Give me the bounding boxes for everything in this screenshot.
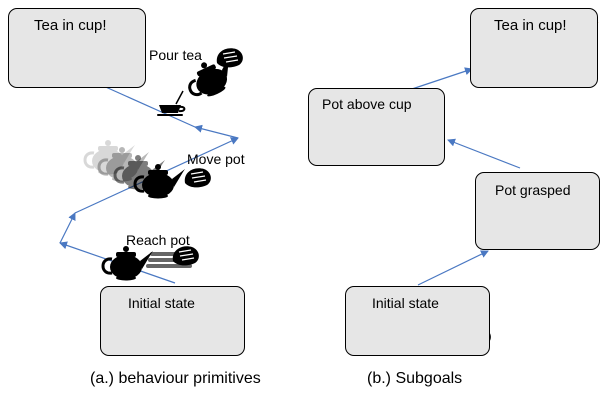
gripper-icon [172, 245, 200, 266]
gripper-icon [216, 47, 244, 68]
initial-state-box-b [345, 286, 490, 356]
goal-label-a: Tea in cup! [34, 17, 107, 34]
primitive-pour-tea: Pour tea [149, 47, 202, 63]
subgoal-pot-above-cup: Pot above cup [322, 96, 412, 112]
goal-box-a [8, 8, 146, 88]
primitive-reach-pot: Reach pot [126, 232, 190, 248]
goal-box-b [470, 8, 598, 88]
caption-a: (a.) behaviour primitives [90, 370, 261, 387]
subgoal-pot-grasped: Pot grasped [495, 182, 571, 198]
initial-state-label-b: Initial state [372, 295, 439, 311]
caption-b: (b.) Subgoals [367, 370, 463, 387]
teapot-icon [101, 244, 155, 282]
cup-icon [156, 104, 186, 117]
initial-state-box-a [100, 286, 245, 356]
initial-state-label-a: Initial state [128, 295, 195, 311]
subgoal-box-pot-grasped [475, 172, 600, 250]
primitive-move-pot: Move pot [187, 151, 245, 167]
goal-label-b: Tea in cup! [494, 17, 567, 34]
tea-stream [175, 90, 184, 105]
subgoal-box-pot-above-cup [308, 88, 445, 166]
gripper-icon [184, 167, 212, 188]
